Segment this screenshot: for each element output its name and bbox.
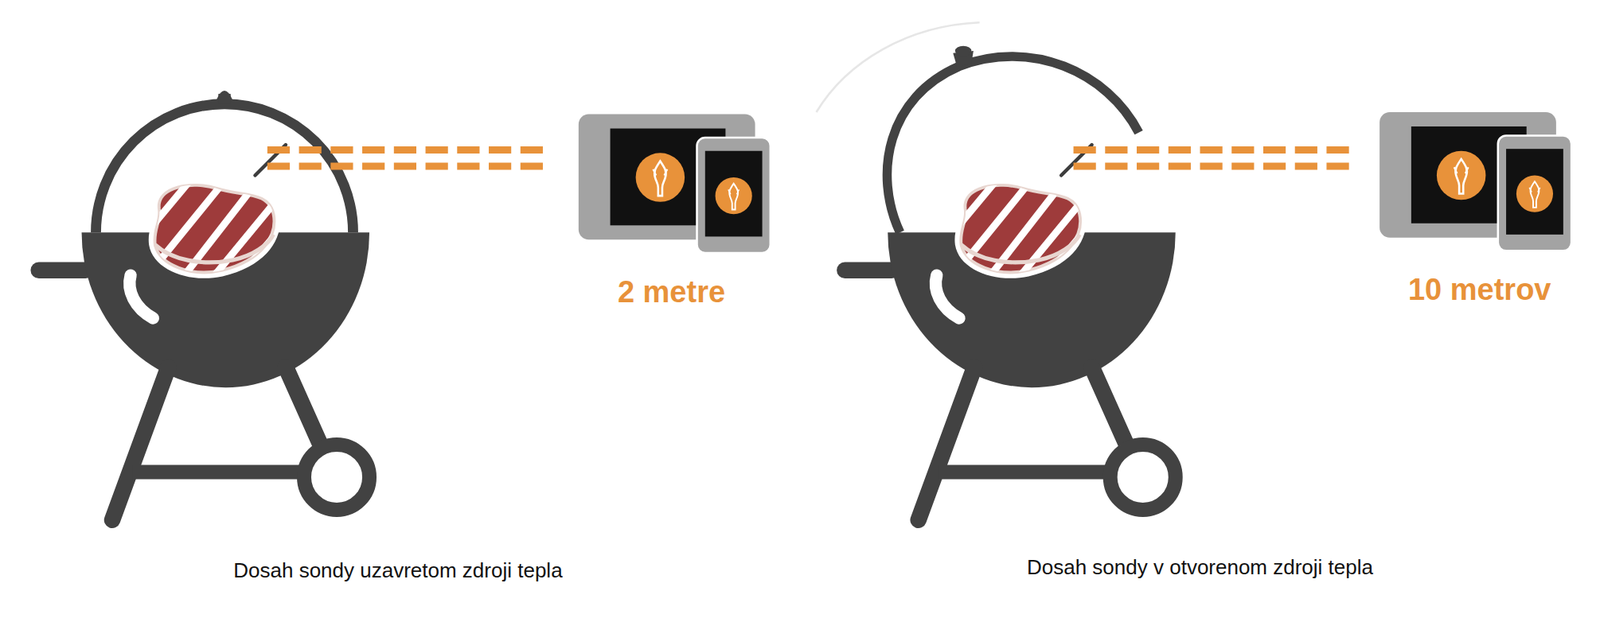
closed-grill — [30, 90, 770, 521]
distance-label: 2 metre — [617, 275, 726, 311]
caption-text: Dosah sondy v otvorenom zdroji tepla — [1026, 556, 1374, 581]
open-grill — [816, 22, 1573, 521]
caption-text: Dosah sondy uzavretom zdroji tepla — [233, 559, 562, 584]
distance-label: 10 metrov — [1408, 273, 1552, 309]
